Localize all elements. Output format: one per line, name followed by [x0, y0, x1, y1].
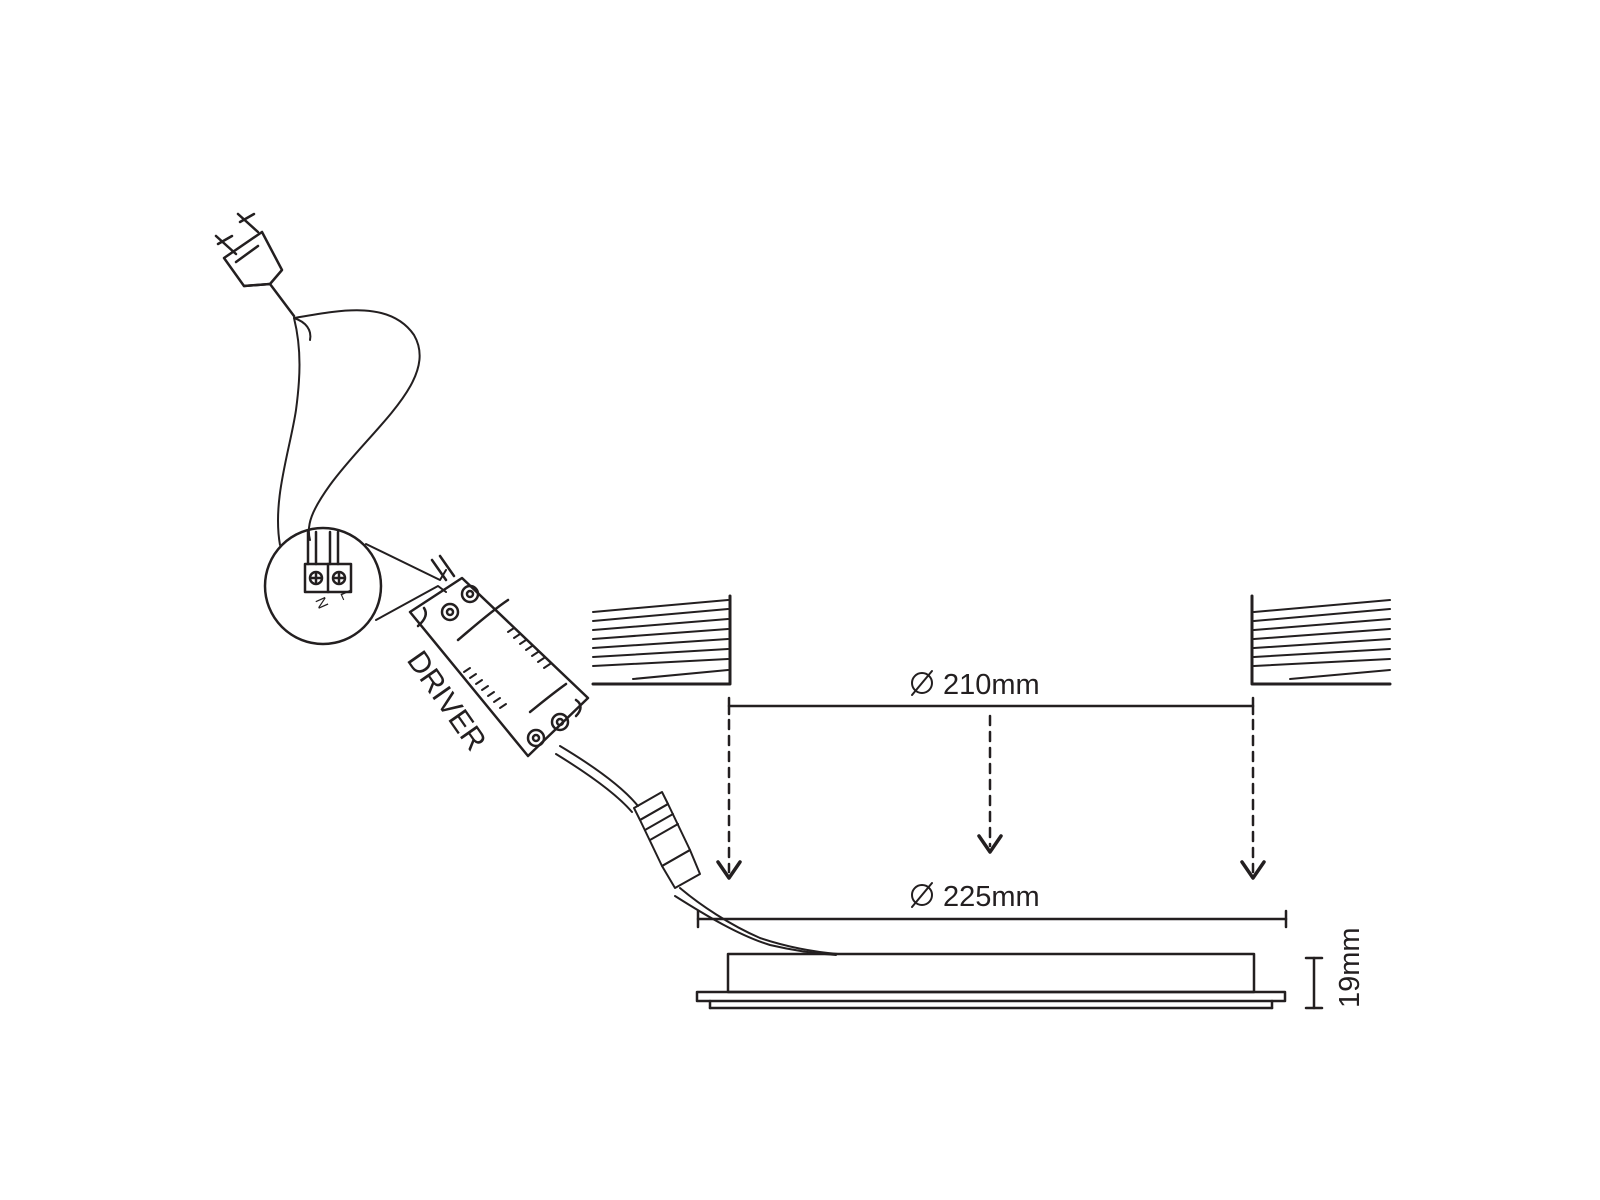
- terminal-l-label: L: [336, 588, 355, 603]
- drop-arrows: [716, 714, 1266, 880]
- driver-vents: [463, 627, 551, 709]
- mains-cable: [276, 309, 421, 546]
- terminal-detail: [263, 526, 383, 646]
- low-voltage-cable: [555, 745, 839, 956]
- diameter-symbol-225: [911, 882, 933, 908]
- outer-diameter-label: 225mm: [943, 881, 1040, 913]
- dimension-210: [727, 696, 1255, 716]
- driver-label: DRIVER: [400, 645, 492, 757]
- cable-connector: [633, 791, 701, 889]
- ceiling-left: [591, 594, 732, 686]
- diameter-symbol-210: [911, 670, 933, 696]
- detail-callout: [365, 543, 447, 621]
- ceiling-right: [1250, 594, 1392, 686]
- dimension-19: [1304, 956, 1324, 1010]
- height-label: 19mm: [1334, 927, 1366, 1008]
- mains-plug: [214, 212, 296, 318]
- led-panel: [695, 952, 1287, 1010]
- dimension-225: [696, 909, 1288, 929]
- driver-box: [408, 554, 590, 758]
- terminal-n-label: N: [311, 595, 331, 612]
- cutout-diameter-label: 210mm: [943, 669, 1040, 701]
